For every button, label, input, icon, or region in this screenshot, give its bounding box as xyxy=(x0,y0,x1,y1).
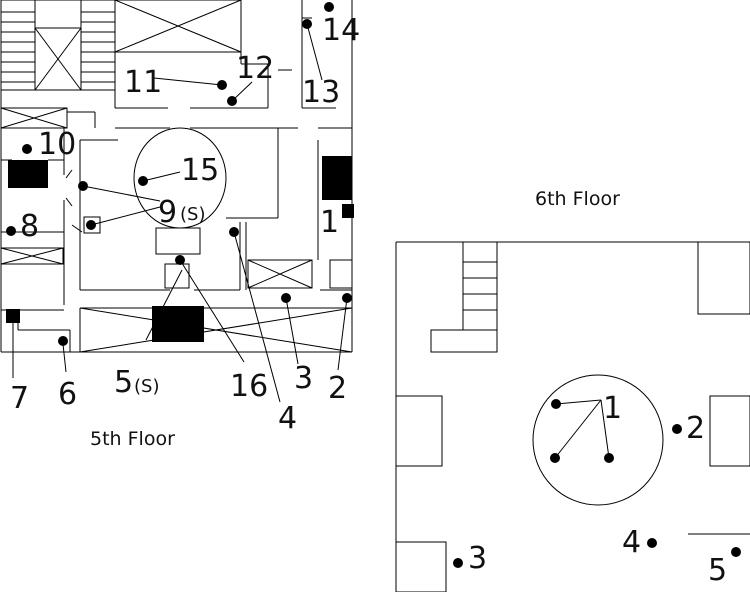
sensor-dot-8 xyxy=(6,226,16,236)
floor5-labels: 14 12 11 13 10 15 9 (S) 8 1 5 (S) 16 3 2… xyxy=(10,13,360,450)
label-9: 9 xyxy=(158,195,177,230)
label-10: 10 xyxy=(38,127,76,162)
sensor-dot-6f-2 xyxy=(672,424,682,434)
floor6-structure xyxy=(395,241,750,592)
label-15: 15 xyxy=(181,153,219,188)
floor6-sensors xyxy=(453,399,741,568)
label-5: 5 xyxy=(114,365,133,400)
label-7: 7 xyxy=(10,381,29,416)
sensor-dot-6f-1b xyxy=(550,453,560,463)
label-5-suffix: (S) xyxy=(134,376,159,397)
sensor-dot-15 xyxy=(138,176,148,186)
pointer-lines xyxy=(12,23,610,459)
floor5-caption: 5th Floor xyxy=(90,428,175,450)
sensor-dot-4 xyxy=(229,227,239,237)
label-6f-3: 3 xyxy=(468,541,487,576)
floor5-solid-blocks xyxy=(6,156,354,342)
label-11: 11 xyxy=(124,65,162,100)
label-13: 13 xyxy=(302,75,340,110)
label-6f-2: 2 xyxy=(686,411,705,446)
label-1: 1 xyxy=(320,205,339,240)
sensor-dot-6f-3 xyxy=(453,558,463,568)
label-3: 3 xyxy=(294,361,313,396)
label-6f-1: 1 xyxy=(603,391,622,426)
floor5-staircase xyxy=(0,0,116,91)
sensor-dot-2 xyxy=(342,293,352,303)
sensor-dot-3 xyxy=(281,293,291,303)
floor6-staircase xyxy=(430,241,498,353)
floor5-structure xyxy=(0,0,353,353)
label-16: 16 xyxy=(230,369,268,404)
sensor-dot-6f-5 xyxy=(731,547,741,557)
sensor-dot-6 xyxy=(58,336,68,346)
label-12: 12 xyxy=(236,51,274,86)
sensor-dot-11 xyxy=(217,80,227,90)
sensor-dot-6f-1a xyxy=(551,399,561,409)
label-2: 2 xyxy=(328,371,347,406)
floor5-sensors xyxy=(6,2,352,346)
sensor-dot-10 xyxy=(22,144,32,154)
sensor-dot-6f-1c xyxy=(604,453,614,463)
sensor-dot-9b xyxy=(86,220,96,230)
label-8: 8 xyxy=(20,209,39,244)
sensor-dot-16 xyxy=(175,255,185,265)
sensor-dot-9a xyxy=(78,181,88,191)
label-6f-5: 5 xyxy=(708,553,727,588)
label-6: 6 xyxy=(58,377,77,412)
sensor-dot-13 xyxy=(302,19,312,29)
floor6-caption: 6th Floor xyxy=(535,188,620,210)
label-14: 14 xyxy=(322,13,360,48)
sensor-dot-6f-4 xyxy=(647,538,657,548)
floor6-labels: 6th Floor 1 2 4 3 5 xyxy=(468,188,727,588)
sensor-dot-14 xyxy=(324,2,334,12)
label-9-suffix: (S) xyxy=(180,204,205,225)
label-6f-4: 4 xyxy=(622,525,641,560)
label-4: 4 xyxy=(278,401,297,436)
sensor-dot-12 xyxy=(227,96,237,106)
